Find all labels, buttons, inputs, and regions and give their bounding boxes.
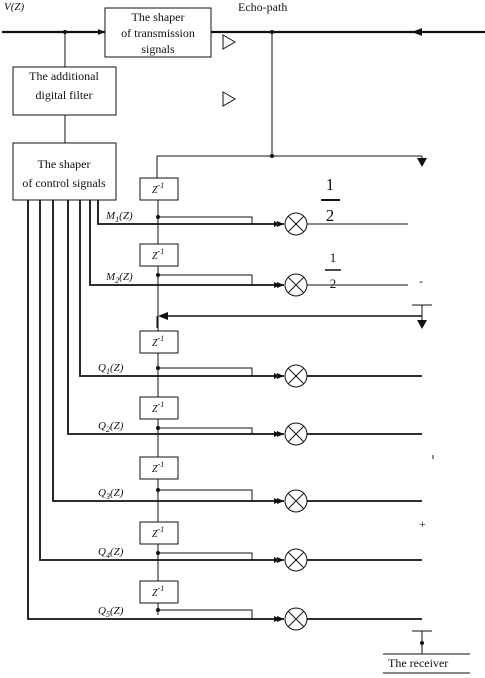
coefficient-label-4: Q2(Z) [98,420,124,434]
echo-feed [156,32,427,178]
tap-line [158,552,280,563]
delay-box [139,177,179,201]
transmission-shaper-block: The shaper of transmission signals [104,7,212,58]
transmission-shaper-line-3: signals [141,42,175,56]
coefficient-label-1: M1(Z) [105,210,133,224]
control-shaper-line-2: of control signals [22,176,106,190]
multiplier-cross [288,277,304,293]
multiplier-cross [288,426,304,442]
multipliers [27,200,422,631]
tap-line [158,609,280,622]
tap-4 [67,200,422,446]
transmission-shaper-line-1: The shaper [132,10,185,24]
tap-line [158,216,280,227]
triangle-marker-upper [222,34,236,50]
receiver-label: The receiver [388,656,448,670]
fraction-2: 1 2 [325,250,341,291]
fraction-2-denominator: 2 [330,276,337,291]
triangle-marker-lower [222,91,236,107]
receiver-block: The receiver [383,630,470,674]
input-signal-label: V(Z) [4,1,25,13]
tap-6 [39,200,422,572]
delay-block-2: Z-1 [139,243,179,267]
fraction-1: 1 2 [321,175,340,225]
delay-box [139,396,179,420]
coefficient-label-6: Q4(Z) [98,546,124,560]
delay-block-5: Z-1 [139,456,179,480]
control-line [67,200,284,437]
coefficient-label-3: Q1(Z) [98,362,124,376]
digital-filter-line-2: digital filter [36,88,93,102]
feedback-line [156,304,432,329]
tap-5 [52,200,422,513]
tap-line [158,489,280,504]
coefficient-label-2: M2(Z) [105,271,133,285]
minus-sign: - [419,274,423,288]
delay-box [139,330,179,354]
fraction-1-numerator: 1 [326,175,335,194]
delay-box [139,521,179,545]
delay-block-7: Z-1 [139,580,179,604]
delay-box [139,243,179,267]
fraction-1-denominator: 2 [326,206,335,225]
transmission-shaper-line-2: of transmission [121,26,195,40]
echo-path-label: Echo-path [238,0,287,14]
control-line [79,200,284,379]
tap-7 [27,200,422,631]
multiplier-cross [288,552,304,568]
delay-box [139,580,179,604]
transmission-line [2,28,485,67]
tap-3 [79,200,422,388]
coefficient-labels: M1(Z) M2(Z) Q1(Z) Q2(Z) Q3(Z) Q4(Z) Q5(Z) [98,210,133,619]
control-line [52,200,284,504]
delay-block-6: Z-1 [139,521,179,545]
multiplier-cross [288,493,304,509]
digital-filter-line-1: The additional [29,69,99,83]
tap-2 [89,200,408,297]
control-shaper-line-1: The shaper [38,157,91,171]
delay-block-1: Z-1 [139,177,179,201]
coefficient-label-5: Q3(Z) [98,487,124,501]
delay-block-4: Z-1 [139,396,179,420]
control-line [39,200,284,563]
fraction-2-numerator: 1 [330,250,337,265]
control-line [89,200,284,288]
delay-box [139,456,179,480]
delay-chain: Z-1Z-1Z-1Z-1Z-1Z-1Z-1 [139,177,179,615]
tap-1 [97,200,408,236]
tap-line [158,274,280,288]
delay-block-3: Z-1 [139,330,179,354]
tap-line [158,367,280,379]
multiplier-cross [288,611,304,627]
coefficient-label-7: Q5(Z) [98,605,124,619]
multiplier-cross [288,216,304,232]
control-shaper-block: The shaper of control signals [12,142,117,201]
multiplier-cross [288,368,304,384]
digital-filter-block: The additional digital filter [12,66,117,116]
control-line [97,200,284,227]
control-line [27,200,284,622]
plus-sign: + [419,517,426,531]
